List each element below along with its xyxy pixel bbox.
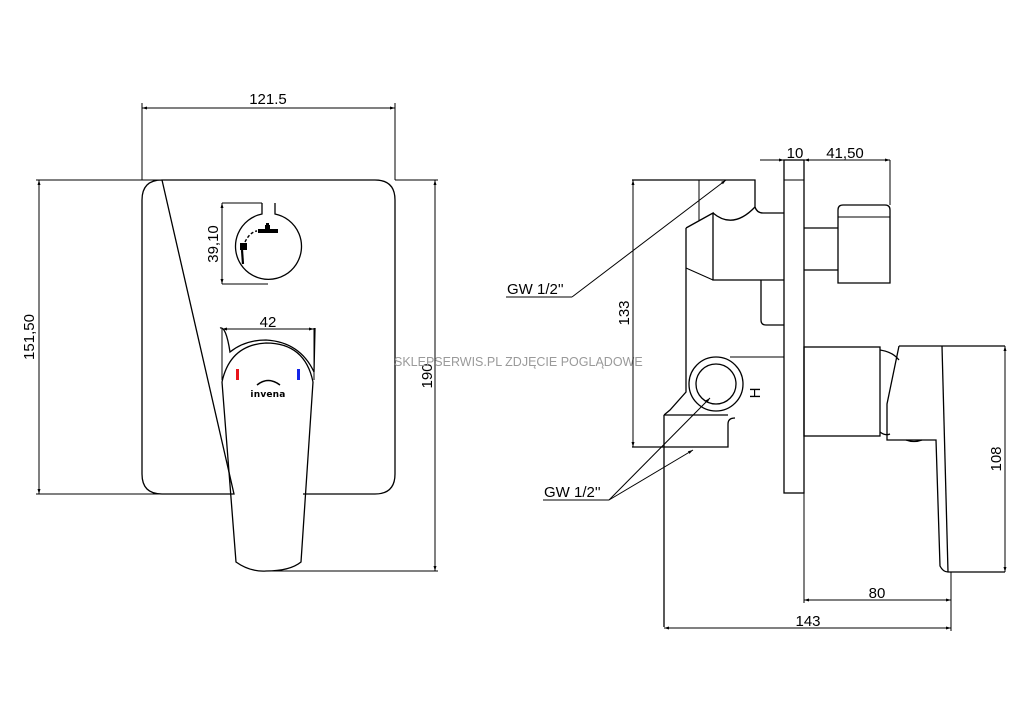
cold-indicator (297, 369, 300, 380)
front-view: 121.5 151,50 190 39,10 (21, 91, 438, 572)
dim-diverter-depth: 41,50 (826, 145, 864, 162)
thread-label-bottom: GW 1/2'' (544, 484, 601, 501)
hand-shower-icon (240, 243, 247, 265)
dim-overall-height: 190 (419, 363, 436, 388)
dim-overall-depth: 143 (795, 613, 820, 630)
leader-line-outlet (608, 449, 694, 501)
thread-label-top: GW 1/2'' (507, 281, 564, 298)
mixer-handle-front: 42 invena (219, 314, 316, 572)
switch-arrow-icon (244, 230, 258, 243)
dim-plate-height: 151,50 (21, 314, 38, 360)
side-view: H 10 41,50 133 108 80 143 GW 1 (506, 145, 1007, 631)
dim-plate-thickness: 10 (787, 145, 804, 162)
leader-line-top (571, 179, 727, 298)
dim-handle-width: 42 (260, 314, 277, 331)
dim-plate-width: 121.5 (249, 91, 287, 108)
brand-logo: invena (250, 390, 285, 400)
hot-mark: H (747, 388, 764, 399)
diverter-knob: 39,10 (205, 202, 303, 285)
watermark: SKLEPSERWIS.PL ZDJĘCIE POGLĄDOWE (394, 355, 643, 369)
wall-plate-outline (141, 179, 396, 495)
hot-indicator (236, 369, 239, 380)
dim-diverter-height: 39,10 (205, 225, 222, 263)
shower-head-icon (258, 223, 278, 233)
inlet-port-inner (695, 363, 737, 405)
dim-handle-depth: 80 (869, 585, 886, 602)
inlet-port-outer (688, 356, 744, 412)
side-wall-plate (783, 159, 805, 494)
brand-logo-arc-icon (256, 379, 281, 386)
dim-body-height: 133 (616, 300, 633, 325)
dim-handle-height: 108 (988, 446, 1005, 471)
leader-line-inlet (608, 397, 711, 501)
